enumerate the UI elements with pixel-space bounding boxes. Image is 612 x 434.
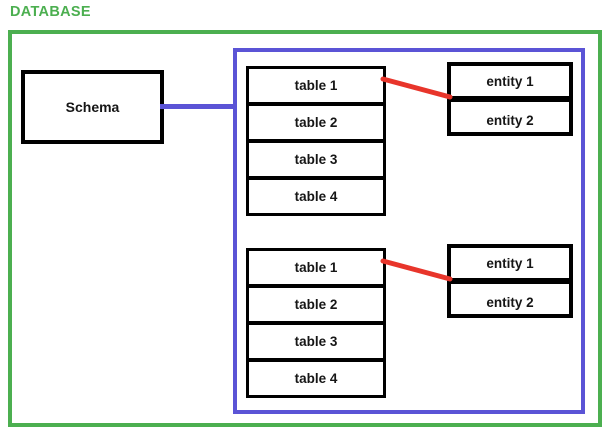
entity-label: entity 2 <box>486 294 534 310</box>
entity-stack-group-2: entity 1 entity 2 <box>447 244 573 318</box>
table-row[interactable]: table 4 <box>246 359 386 398</box>
database-boundary <box>8 30 602 427</box>
table-label: table 2 <box>294 297 338 312</box>
table-label: table 3 <box>294 334 338 349</box>
entity-row[interactable]: entity 1 <box>447 62 573 100</box>
schema-contents-boundary <box>233 48 585 414</box>
schema-to-tables-connector <box>160 104 237 109</box>
table-label: table 1 <box>294 78 338 93</box>
table-row[interactable]: table 1 <box>246 66 386 105</box>
entity-label: entity 2 <box>486 112 534 128</box>
entity-row[interactable]: entity 2 <box>447 98 573 136</box>
table-stack-group-1: table 1 table 2 table 3 table 4 <box>246 66 386 216</box>
schema-box[interactable]: Schema <box>21 70 164 144</box>
table-row[interactable]: table 4 <box>246 177 386 216</box>
table-row[interactable]: table 2 <box>246 103 386 142</box>
table-row[interactable]: table 3 <box>246 322 386 361</box>
entity-label: entity 1 <box>486 73 534 89</box>
table-label: table 4 <box>294 189 338 204</box>
table-row[interactable]: table 1 <box>246 248 386 287</box>
table-row[interactable]: table 2 <box>246 285 386 324</box>
table-label: table 4 <box>294 371 338 386</box>
entity-row[interactable]: entity 2 <box>447 280 573 318</box>
table-label: table 1 <box>294 260 338 275</box>
entity-row[interactable]: entity 1 <box>447 244 573 282</box>
table-stack-group-2: table 1 table 2 table 3 table 4 <box>246 248 386 398</box>
schema-label: Schema <box>65 99 120 115</box>
entity-stack-group-1: entity 1 entity 2 <box>447 62 573 136</box>
entity-label: entity 1 <box>486 255 534 271</box>
table-row[interactable]: table 3 <box>246 140 386 179</box>
database-section-title: DATABASE <box>10 4 91 20</box>
table-label: table 3 <box>294 152 338 167</box>
table-label: table 2 <box>294 115 338 130</box>
